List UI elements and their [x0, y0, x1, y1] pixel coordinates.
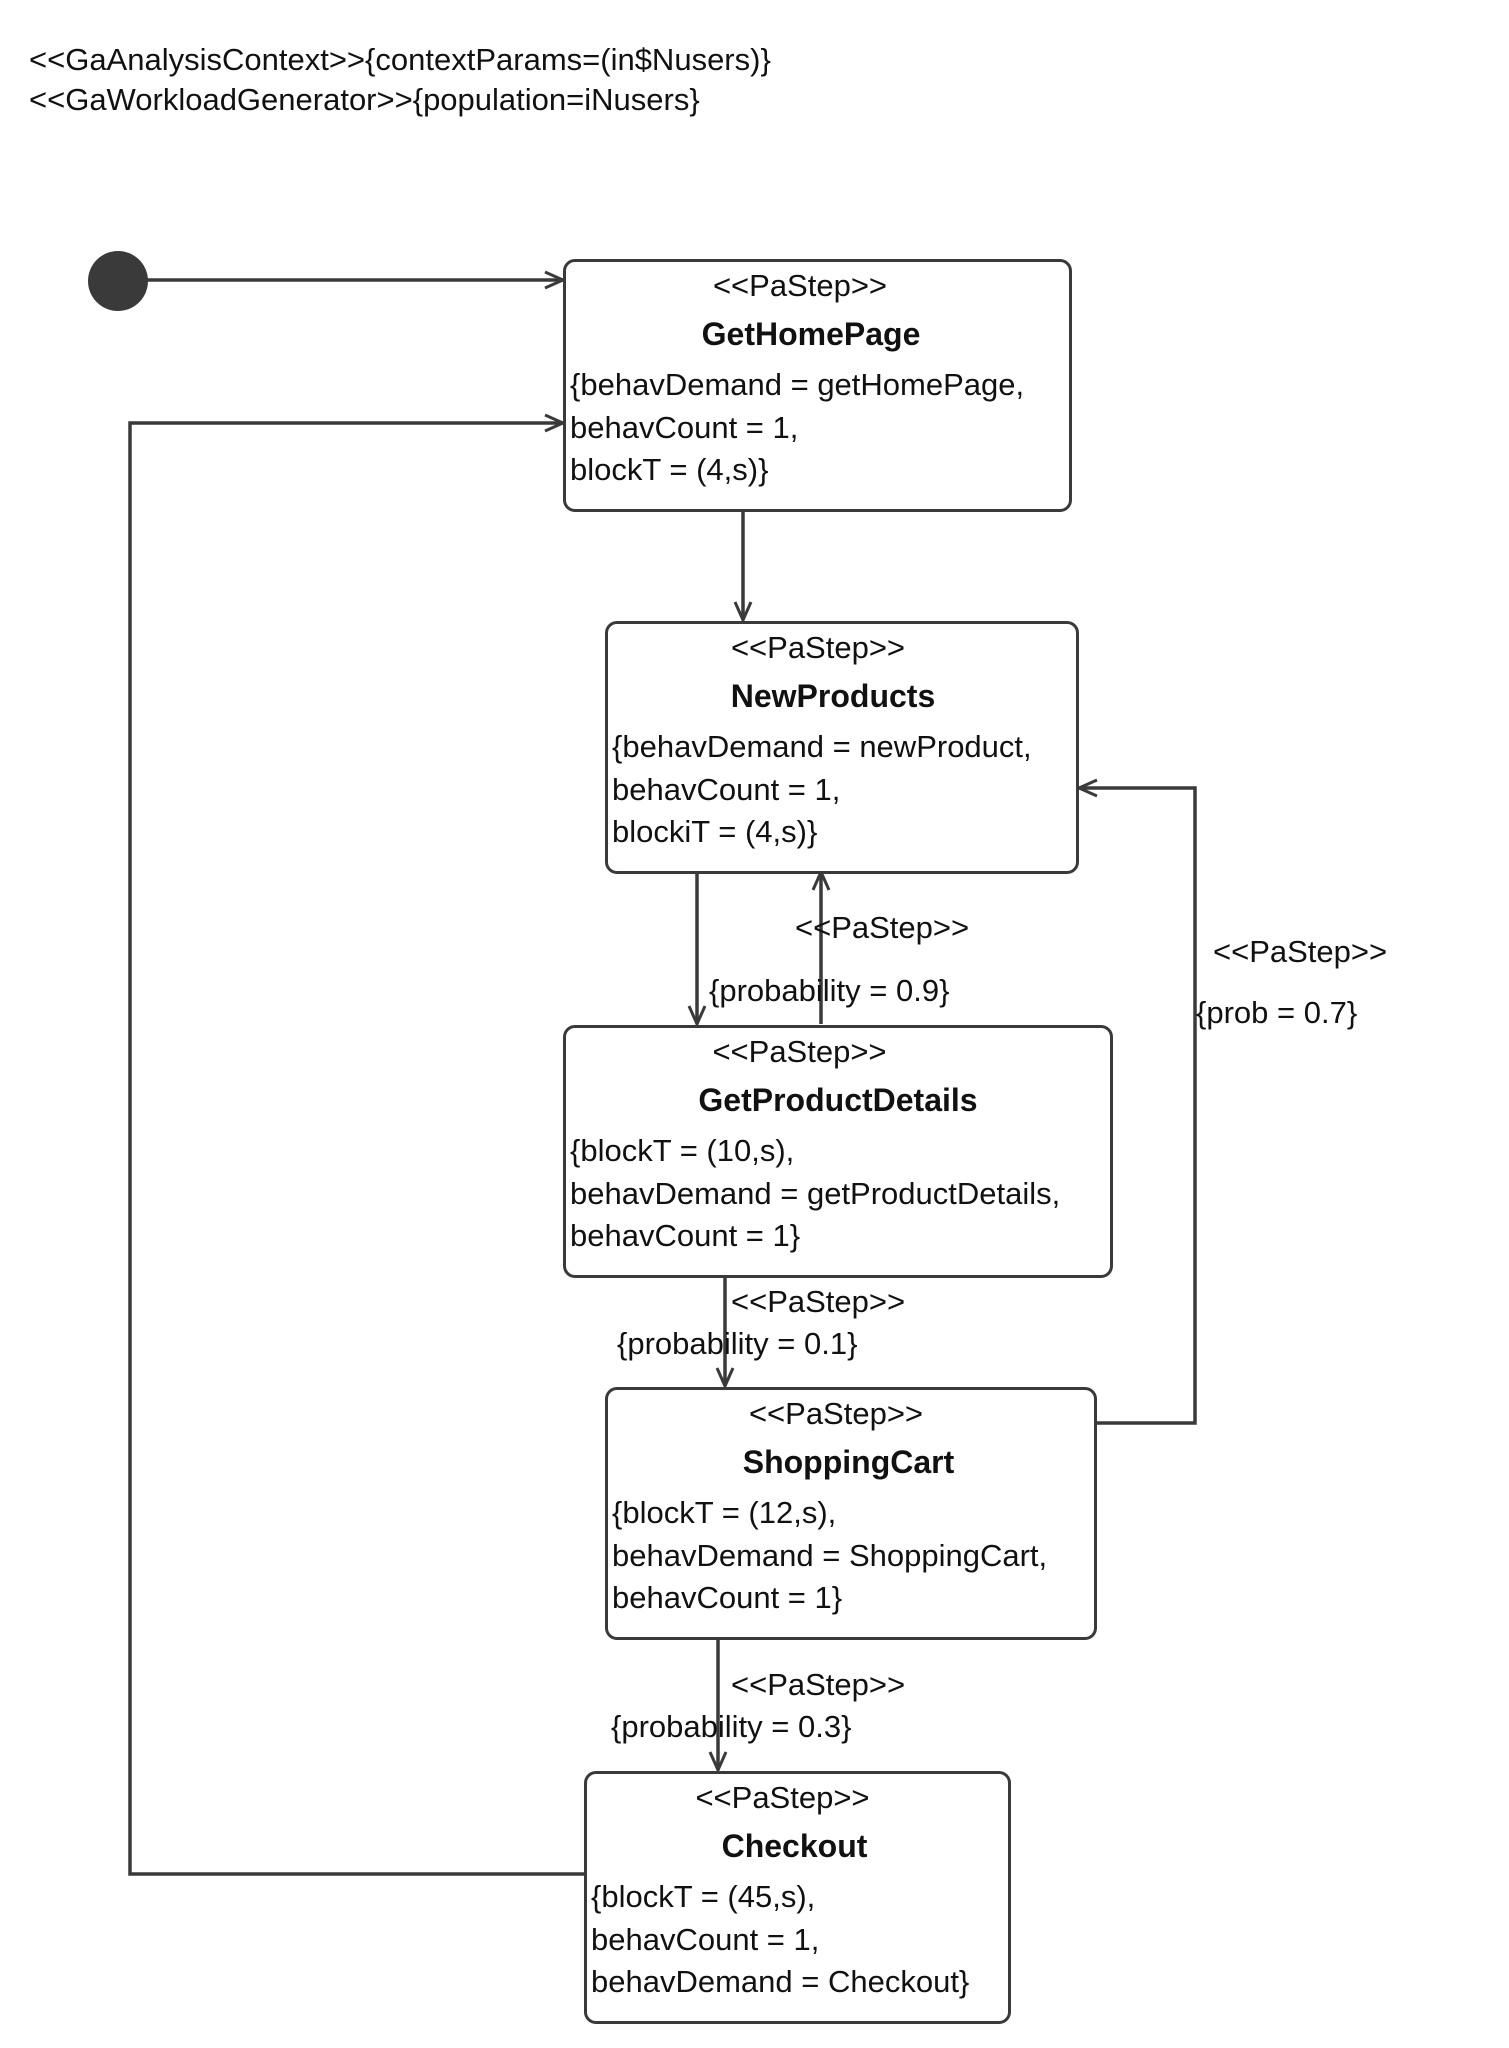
node-checkout[interactable]: <<PaStep>> Checkout {blockT = (45,s), be…: [584, 1771, 1011, 2024]
edge-guard-shoppingcart-to-newproducts: {prob = 0.7}: [1196, 995, 1358, 1030]
node-property: behavDemand = Checkout}: [591, 1964, 970, 1999]
node-property: {blockT = (10,s),: [570, 1133, 795, 1168]
edge-guard-newproducts-to-getproductdetails: {probability = 0.9}: [709, 973, 950, 1008]
node-shopping-cart[interactable]: <<PaStep>> ShoppingCart {blockT = (12,s)…: [605, 1387, 1097, 1640]
node-properties: {behavDemand = getHomePage, behavCount =…: [570, 364, 1024, 492]
node-stereotype: <<PaStep>>: [712, 268, 888, 303]
node-title: GetHomePage: [701, 316, 921, 352]
edge-guard-shoppingcart-to-checkout: {probability = 0.3}: [611, 1709, 852, 1744]
node-properties: {blockT = (12,s), behavDemand = Shopping…: [612, 1492, 1047, 1620]
node-properties: {behavDemand = newProduct, behavCount = …: [612, 726, 1032, 854]
node-property: behavCount = 1,: [570, 409, 799, 445]
node-title: ShoppingCart: [742, 1444, 955, 1480]
node-property: {blockT = (12,s),: [612, 1495, 837, 1530]
edge-guard-getproductdetails-to-shoppingcart: {probability = 0.1}: [617, 1326, 858, 1361]
node-property: behavCount = 1}: [570, 1218, 801, 1253]
edge-stereotype-getproductdetails-to-newproducts: <<PaStep>>: [795, 910, 970, 945]
node-title: GetProductDetails: [698, 1082, 978, 1118]
node-title: Checkout: [721, 1828, 868, 1864]
node-get-product-details[interactable]: <<PaStep>> GetProductDetails {blockT = (…: [563, 1025, 1113, 1278]
node-property: behavCount = 1}: [612, 1580, 843, 1615]
node-property: behavCount = 1,: [612, 771, 841, 807]
edge-stereotype-getproductdetails-to-shoppingcart: <<PaStep>>: [731, 1284, 906, 1319]
node-stereotype: <<PaStep>>: [730, 630, 906, 665]
node-property: {blockT = (45,s),: [591, 1879, 816, 1914]
workload-generator-annotation: <<GaWorkloadGenerator>>{population=iNuse…: [29, 82, 700, 117]
initial-node: [88, 251, 148, 311]
edge-checkout-to-gethomepage: [128, 413, 584, 1876]
analysis-context-annotation: <<GaAnalysisContext>>{contextParams=(in$…: [29, 42, 771, 77]
node-property: behavDemand = getProductDetails,: [570, 1175, 1061, 1211]
node-get-home-page[interactable]: <<PaStep>> GetHomePage {behavDemand = ge…: [563, 259, 1072, 512]
node-property: behavCount = 1,: [591, 1921, 820, 1957]
node-new-products[interactable]: <<PaStep>> NewProducts {behavDemand = ne…: [605, 621, 1079, 874]
edge-stereotype-shoppingcart-to-newproducts: <<PaStep>>: [1213, 934, 1388, 969]
node-property: {behavDemand = getHomePage,: [570, 367, 1025, 402]
node-properties: {blockT = (10,s), behavDemand = getProdu…: [570, 1130, 1060, 1258]
node-property: {behavDemand = newProduct,: [612, 729, 1032, 764]
edge-shoppingcart-to-newproducts: [1075, 778, 1197, 1425]
node-stereotype: <<PaStep>>: [712, 1034, 887, 1069]
node-stereotype: <<PaStep>>: [748, 1396, 924, 1431]
node-properties: {blockT = (45,s), behavCount = 1, behavD…: [591, 1876, 969, 2004]
node-property: behavDemand = ShoppingCart,: [612, 1537, 1048, 1573]
node-title: NewProducts: [730, 678, 936, 714]
node-property: blockT = (4,s)}: [570, 452, 769, 487]
node-stereotype: <<PaStep>>: [695, 1780, 870, 1815]
node-property: blockiT = (4,s)}: [612, 814, 818, 849]
edge-stereotype-shoppingcart-to-checkout: <<PaStep>>: [731, 1667, 906, 1702]
